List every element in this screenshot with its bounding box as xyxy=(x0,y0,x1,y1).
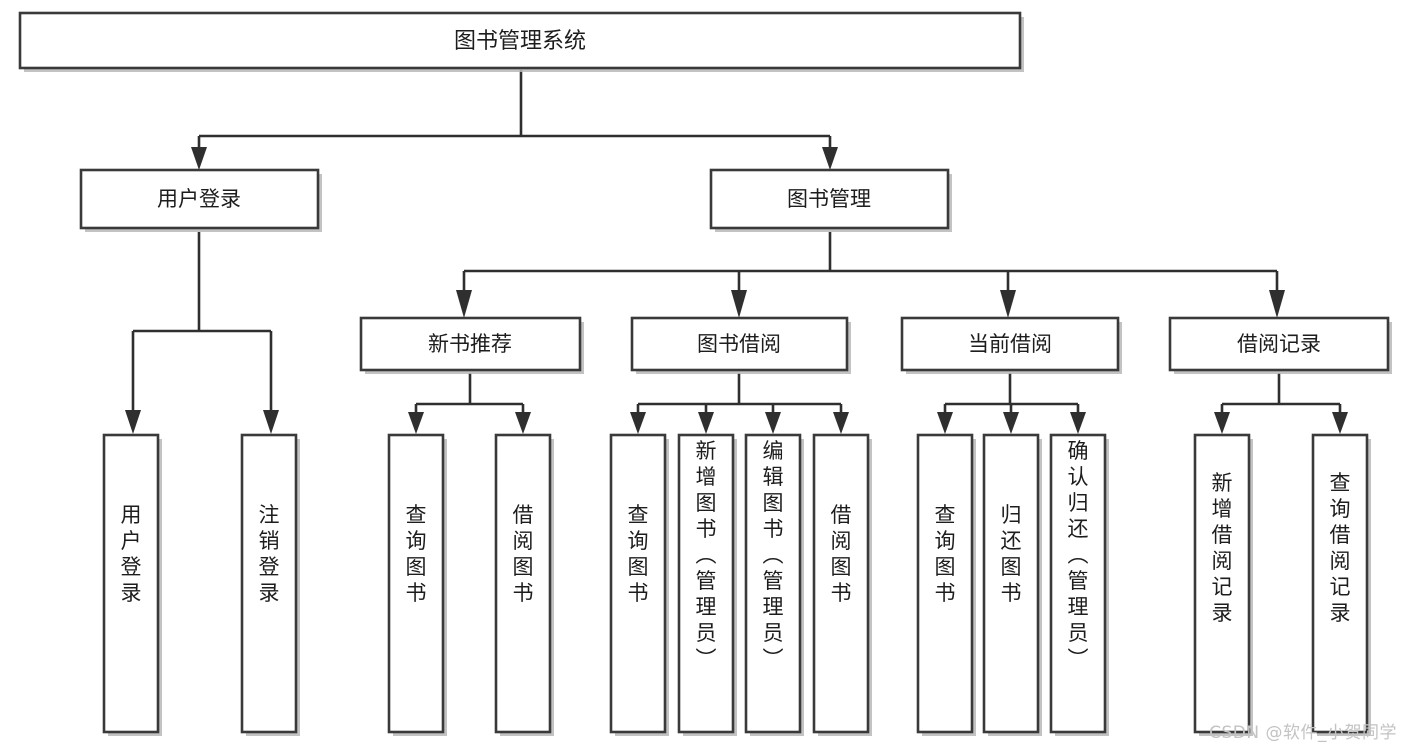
arrowhead-borrow-leaf-3 xyxy=(765,412,781,434)
leaf-borrow-edit-book-box[interactable] xyxy=(744,433,802,734)
arrowhead-current-leaf-3 xyxy=(1070,412,1086,434)
leaf-record-add-record[interactable]: 新增借阅记录 xyxy=(1193,433,1253,736)
node-root-label: 图书管理系统 xyxy=(454,29,586,54)
arrowhead-book-borrow xyxy=(731,290,747,318)
node-root[interactable]: 图书管理系统 xyxy=(18,11,1024,72)
node-book-manage-box[interactable] xyxy=(709,168,950,230)
leaf-recommend-query-book-label: 查询图书 xyxy=(406,503,427,605)
leaf-recommend-borrow-book-box[interactable] xyxy=(494,433,552,734)
node-borrow-record-label: 借阅记录 xyxy=(1237,332,1321,356)
node-new-book-recommend-box[interactable] xyxy=(359,316,582,372)
leaf-current-confirm-return-box[interactable] xyxy=(1049,433,1107,734)
leaf-user-login-logout[interactable]: 注销登录 xyxy=(240,433,300,736)
leaf-recommend-query-book-box[interactable] xyxy=(387,433,445,734)
arrowhead-borrow-leaf-2 xyxy=(698,412,714,434)
node-root-box[interactable] xyxy=(18,11,1022,70)
node-book-manage[interactable]: 图书管理 xyxy=(709,168,952,232)
leaf-current-query-book-label: 查询图书 xyxy=(935,503,956,605)
arrowhead-borrow-leaf-4 xyxy=(833,412,849,434)
leaf-borrow-borrow-book-box[interactable] xyxy=(812,433,870,734)
node-book-borrow-label: 图书借阅 xyxy=(697,332,781,356)
node-current-borrow-box[interactable] xyxy=(900,316,1120,372)
arrowhead-current-leaf-2 xyxy=(1003,412,1019,434)
node-new-book-recommend-label: 新书推荐 xyxy=(428,332,512,356)
arrowhead-record-leaf-1 xyxy=(1214,412,1230,434)
leaf-recommend-query-book[interactable]: 查询图书 xyxy=(387,433,447,736)
leaf-record-query-record-label: 查询借阅记录 xyxy=(1330,471,1351,625)
node-current-borrow-label: 当前借阅 xyxy=(968,332,1052,356)
leaf-recommend-borrow-book-label: 借阅图书 xyxy=(513,503,534,605)
leaf-record-query-record-box[interactable] xyxy=(1311,433,1369,734)
leaf-record-add-record-label: 新增借阅记录 xyxy=(1212,471,1233,625)
leaf-borrow-query-book-label: 查询图书 xyxy=(628,503,649,605)
leaf-borrow-add-book-label: 新增图书︵管理员︶ xyxy=(696,439,717,671)
arrowhead-leaf-user-login xyxy=(125,410,141,434)
arrowhead-user-login xyxy=(191,147,207,170)
node-user-login[interactable]: 用户登录 xyxy=(79,168,322,232)
node-borrow-record[interactable]: 借阅记录 xyxy=(1168,316,1392,374)
leaf-borrow-add-book-box[interactable] xyxy=(677,433,735,734)
arrowhead-current-leaf-1 xyxy=(937,412,953,434)
node-book-borrow[interactable]: 图书借阅 xyxy=(630,316,851,374)
arrowhead-borrow-record xyxy=(1269,290,1285,318)
node-book-manage-label: 图书管理 xyxy=(787,187,871,211)
node-user-login-label: 用户登录 xyxy=(157,187,241,211)
arrowhead-leaf-logout xyxy=(263,410,279,434)
csdn-watermark: CSDN @软件_小贺同学 xyxy=(1209,723,1397,743)
leaf-record-query-record[interactable]: 查询借阅记录 xyxy=(1311,433,1371,736)
node-borrow-record-box[interactable] xyxy=(1168,316,1390,372)
leaf-borrow-edit-book[interactable]: 编辑图书︵管理员︶ xyxy=(744,433,804,736)
leaf-current-return-book-label: 归还图书 xyxy=(1001,503,1022,605)
arrowhead-book-manage xyxy=(822,147,838,170)
node-user-login-box[interactable] xyxy=(79,168,320,230)
arrowhead-recommend-leaf-1 xyxy=(408,412,424,434)
leaf-current-confirm-return[interactable]: 确认归还︵管理员︶ xyxy=(1049,433,1109,736)
leaf-current-return-book-box[interactable] xyxy=(982,433,1040,734)
leaf-borrow-add-book[interactable]: 新增图书︵管理员︶ xyxy=(677,433,737,736)
node-book-borrow-box[interactable] xyxy=(630,316,849,372)
leaf-current-return-book[interactable]: 归还图书 xyxy=(982,433,1042,736)
leaf-current-query-book-box[interactable] xyxy=(916,433,974,734)
leaf-user-login-logout-box[interactable] xyxy=(240,433,298,734)
connector-layer xyxy=(125,70,1348,434)
leaf-user-login-login-label: 用户登录 xyxy=(121,503,142,605)
arrowhead-borrow-leaf-1 xyxy=(630,412,646,434)
arrowhead-recommend-leaf-2 xyxy=(515,412,531,434)
leaf-borrow-edit-book-label: 编辑图书︵管理员︶ xyxy=(763,439,784,671)
node-new-book-recommend[interactable]: 新书推荐 xyxy=(359,316,584,374)
leaf-record-add-record-box[interactable] xyxy=(1193,433,1251,734)
leaf-user-login-login-box[interactable] xyxy=(102,433,160,734)
leaf-user-login-login[interactable]: 用户登录 xyxy=(102,433,162,736)
leaf-current-query-book[interactable]: 查询图书 xyxy=(916,433,976,736)
leaf-borrow-borrow-book[interactable]: 借阅图书 xyxy=(812,433,872,736)
leaf-recommend-borrow-book[interactable]: 借阅图书 xyxy=(494,433,554,736)
leaf-borrow-query-book[interactable]: 查询图书 xyxy=(609,433,669,736)
node-current-borrow[interactable]: 当前借阅 xyxy=(900,316,1122,374)
leaf-borrow-query-book-box[interactable] xyxy=(609,433,667,734)
arrowhead-current-borrow xyxy=(1000,290,1016,318)
leaf-current-confirm-return-label: 确认归还︵管理员︶ xyxy=(1068,439,1089,671)
leaf-user-login-logout-label: 注销登录 xyxy=(259,503,280,605)
leaf-borrow-borrow-book-label: 借阅图书 xyxy=(831,503,852,605)
arrowhead-new-book-recommend xyxy=(456,290,472,318)
arrowhead-record-leaf-2 xyxy=(1332,412,1348,434)
